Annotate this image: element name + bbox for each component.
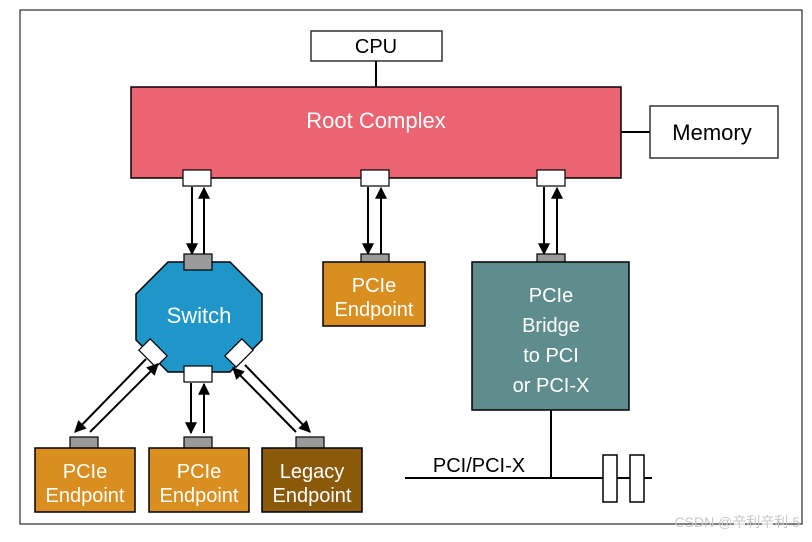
endpoint-top-line1: PCIe [352,275,396,297]
switch-port-up [183,253,213,271]
root-complex-box: Root Complex [130,86,622,179]
rc-port-mid [360,169,390,187]
bridge-box: PCIe Bridge to PCI or PCI-X [471,261,630,411]
legacy-endpoint-box: Legacy Endpoint [261,447,363,513]
legacy-endpoint-line2: Endpoint [273,485,352,507]
link-switch-legacy-up [232,367,297,433]
endpoint-left-line2: Endpoint [46,485,125,507]
legacy-endpoint-line1: Legacy [280,461,345,483]
rc-port-left [182,169,212,187]
endpoint-top-box: PCIe Endpoint [322,261,426,327]
cpu-box: CPU [310,30,443,62]
bridge-line3: to PCI [523,345,579,367]
pci-slot-2 [629,454,645,503]
switch-label: Switch [167,303,232,328]
link-switch-legacy-down [244,364,311,433]
switch-node: Switch [135,261,263,373]
switch-port-down-mid [183,365,213,383]
endpoint-left-line1: PCIe [63,461,107,483]
switch-port-down-right [224,338,254,368]
memory-box: Memory [649,105,779,159]
bridge-line2: Bridge [522,315,580,337]
memory-label: Memory [672,120,751,145]
endpoint-mid-line2: Endpoint [160,485,239,507]
watermark: CSDN @辛利辛利 5 [675,514,801,530]
link-switch-ep-left-up [89,363,159,433]
endpoint-mid-box: PCIe Endpoint [148,447,250,513]
endpoint-mid-line1: PCIe [177,461,221,483]
bridge-line1: PCIe [529,285,573,307]
endpoint-top-line2: Endpoint [335,299,414,321]
bridge-line4: or PCI-X [513,375,590,397]
rc-port-right [536,169,566,187]
pci-bus-label: PCI/PCI-X [433,455,525,477]
cpu-label: CPU [355,36,397,58]
pci-slot-1 [602,454,618,503]
link-switch-ep-left-down [74,358,147,433]
root-complex-label: Root Complex [306,108,445,133]
endpoint-left-box: PCIe Endpoint [34,447,136,513]
switch-port-down-left [138,338,168,368]
